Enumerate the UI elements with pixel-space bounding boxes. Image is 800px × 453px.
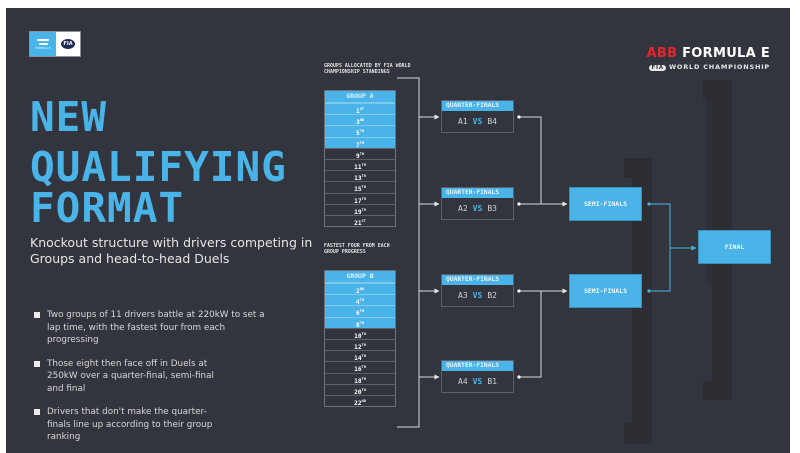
group-position-row: 20TH [325,383,395,396]
qf-label: QUARTER-FINALS [442,275,513,285]
group-position-row: 22ND [325,394,395,407]
formula-e-logo: FORMULA E [30,32,56,56]
qf-label: QUARTER-FINALS [442,188,513,198]
headline-line: FORMAT [30,184,185,232]
group-position-row: 8TH [325,316,395,329]
semi-final-2: SEMI-FINALS [569,274,642,308]
qf-label: QUARTER-FINALS [442,361,513,371]
bullet-item: Drivers that don't make the quarter-fina… [34,406,334,444]
bullet-square-icon [34,360,40,367]
group-position-row: 19TH [325,203,395,216]
group-position-row: 18TH [325,372,395,385]
fia-badge-icon: FIA [649,65,666,71]
group-position-row: 2ND [325,283,395,295]
headline-line: QUALIFYING [30,143,287,191]
group-position-row: 1ST [325,103,395,115]
final-box: FINAL [698,230,771,264]
group-position-row: 4TH [325,294,395,306]
group-b-header: GROUP B [325,271,395,283]
bracket-connectors [397,77,697,428]
abb-logo: ABB [646,46,678,61]
groups-bracket-line [397,77,420,428]
bullet-list: Two groups of 11 drivers battle at 220kW… [34,309,334,453]
bullet-item: Two groups of 11 drivers battle at 220kW… [34,309,334,347]
group-position-row: 5TH [325,125,395,137]
caption-fastest-four: FASTEST FOUR FROM EACH GROUP PROGRESS [324,244,390,255]
qf4-connector [519,291,542,378]
headline: NEW QUALIFYING FORMAT [30,96,287,230]
group-a-header: GROUP A [325,91,395,103]
connector-dot [647,289,651,293]
group-position-row: 7TH [325,136,395,149]
semi-final-1: SEMI-FINALS [569,187,642,221]
group-position-row: 12TH [325,338,395,351]
connector-dot [517,375,521,379]
sf-connector [649,203,671,292]
group-position-row: 13TH [325,170,395,182]
connector-dot [517,115,521,119]
group-position-row: 17TH [325,192,395,205]
group-position-row: 9TH [325,147,395,160]
qf-label: QUARTER-FINALS [442,101,513,111]
connector-dot [517,202,521,206]
fia-logo: FIA [56,32,80,56]
group-position-row: 14TH [325,350,395,362]
group-position-row: 21ST [325,214,395,227]
headline-line: NEW [30,93,108,141]
bullet-square-icon [34,312,40,318]
brand-title: ABB FORMULA E [646,46,770,61]
bullet-item: Those eight then face off in Duels at 25… [34,358,334,396]
subtitle: Knockout structure with drivers competin… [30,235,313,266]
connector-dot [647,202,651,206]
caption-groups-allocated: GROUPS ALLOCATED BY FIA WORLD CHAMPIONSH… [324,64,411,75]
bullet-square-icon [34,409,40,415]
group-position-row: 10TH [325,327,395,340]
connector-dot [517,289,521,293]
group-position-row: 6TH [325,305,395,317]
group-position-row: 3RD [325,114,395,126]
qf1-connector [519,116,542,204]
group-position-row: 11TH [325,158,395,171]
group-position-row: 15TH [325,181,395,193]
group-position-row: 16TH [325,361,395,373]
formula-e-fia-logo: FORMULA E FIA [29,31,81,57]
